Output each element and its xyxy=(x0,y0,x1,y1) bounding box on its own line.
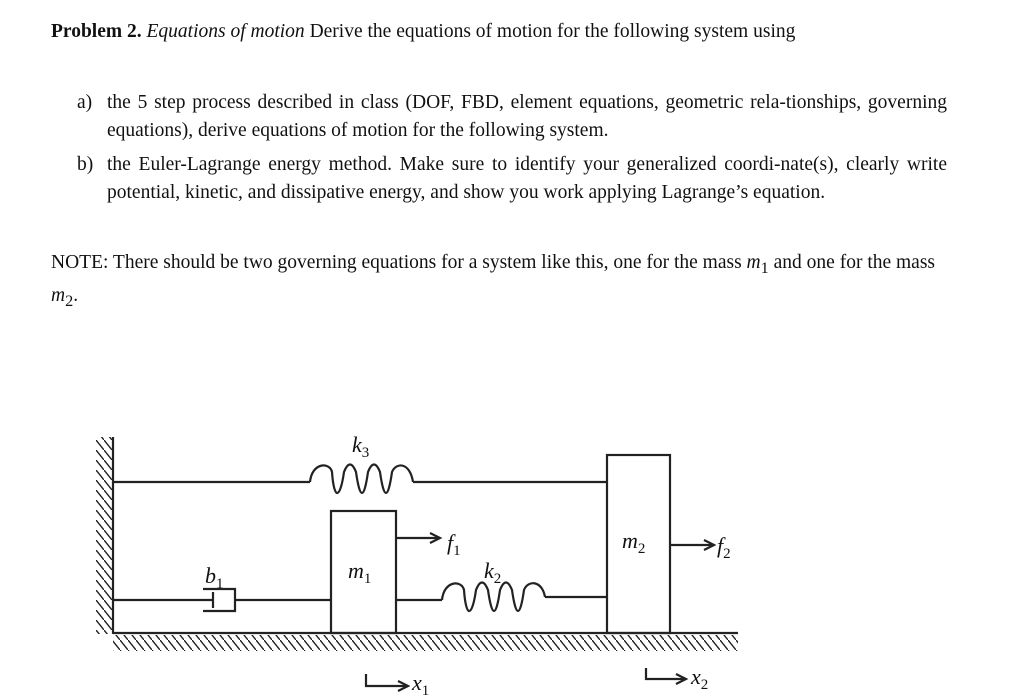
item-label: a) xyxy=(77,92,93,113)
spring-k3 xyxy=(113,463,607,495)
label-m2: m2 xyxy=(622,528,645,557)
note: NOTE: There should be two governing equa… xyxy=(51,249,951,315)
item-text: the 5 step process described in class (D… xyxy=(107,92,947,141)
note-text: and one for the mass xyxy=(768,252,936,273)
damper-b1 xyxy=(113,587,331,613)
spring-k2 xyxy=(396,581,607,613)
label-x1: x1 xyxy=(411,670,429,699)
note-text: NOTE: There should be two governing equa… xyxy=(51,252,747,273)
ground xyxy=(113,631,738,651)
label-b1: b1 xyxy=(205,563,224,592)
force-arrow-f2 xyxy=(670,539,717,551)
label-x2: x2 xyxy=(690,664,708,693)
item-text: the Euler-Lagrange energy method. Make s… xyxy=(107,154,947,203)
note-m1: m xyxy=(746,252,761,273)
label-k2: k2 xyxy=(484,558,501,587)
problem-topic: Equations of motion xyxy=(146,21,305,42)
list-item-b: b) the Euler-Lagrange energy method. Mak… xyxy=(77,151,947,207)
wall xyxy=(96,437,115,634)
note-text: . xyxy=(73,284,79,306)
note-m2: m xyxy=(51,284,66,306)
mass-m1 xyxy=(329,509,398,635)
problem-statement: Problem 2. Equations of motion Derive th… xyxy=(51,18,951,46)
displacement-arrow-x2 xyxy=(644,668,689,685)
label-k3: k3 xyxy=(352,432,369,461)
label-f1: f1 xyxy=(447,530,461,559)
force-arrow-f1 xyxy=(396,532,443,544)
note-m2-sub: 2 xyxy=(65,291,74,310)
problem-intro: Derive the equations of motion for the f… xyxy=(309,21,796,42)
problem-number: Problem 2. xyxy=(51,21,142,42)
item-label: b) xyxy=(77,154,94,175)
note-m1-sub: 1 xyxy=(760,258,769,277)
label-m1: m1 xyxy=(348,558,371,587)
list-item-a: a) the 5 step process described in class… xyxy=(77,89,947,145)
displacement-arrow-x1 xyxy=(364,674,411,692)
label-f2: f2 xyxy=(717,533,731,562)
